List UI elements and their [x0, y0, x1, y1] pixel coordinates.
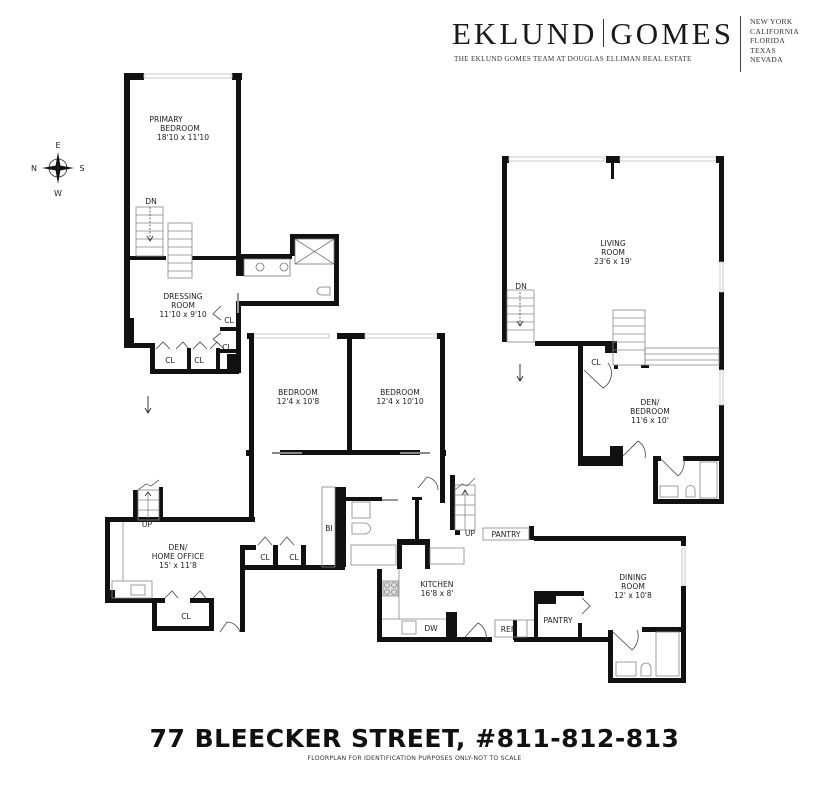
brand-state: FLORIDA [750, 36, 786, 46]
room-dims-den-bedroom: 11'6 x 10' [631, 416, 669, 425]
compass-west-label: W [54, 189, 62, 198]
home-office-fixtures [111, 479, 336, 633]
sink-icon [659, 485, 679, 498]
brand-state: NEVADA [750, 55, 783, 65]
brand-tagline: THE EKLUND GOMES TEAM AT DOUGLAS ELLIMAN… [454, 55, 692, 63]
brand-header: EKLUND GOMES THE EKLUND GOMES TEAM AT DOU… [452, 14, 822, 72]
brand-state: NEW YORK [750, 17, 793, 26]
primary-stairs-down [135, 206, 193, 279]
room-label-dining-room: DINING [619, 573, 647, 582]
closet-label: CL [165, 356, 175, 365]
compass-south-label: S [79, 164, 84, 173]
room-dims-den-home-office: 15' x 11'8 [159, 561, 197, 570]
sink-icon [279, 262, 289, 272]
brand-divider [603, 19, 605, 47]
sink-icon [255, 262, 265, 272]
bathtub-icon [699, 461, 718, 499]
room-dims-kitchen: 16'8 x 8' [421, 589, 454, 598]
built-in-label: BI [325, 524, 332, 533]
bathtub-icon [350, 544, 397, 566]
room-label-living-room: ROOM [601, 248, 625, 257]
direction-arrow-icon [516, 364, 524, 382]
refrigerator [494, 619, 528, 638]
closet-label: CL [222, 343, 232, 352]
stairs-down-label: DN [145, 197, 157, 206]
bedrooms-walls [105, 333, 446, 632]
primary-bath-fixtures [237, 238, 335, 313]
room-label-dressing-room: DRESSING [163, 292, 202, 301]
closet-partitions [187, 348, 220, 372]
brand-vertical-divider [740, 16, 741, 72]
kitchen-dining-walls [377, 475, 686, 683]
room-dims-living-room: 23'6 x 19' [594, 257, 632, 266]
property-address: 77 BLEECKER STREET, #811-812-813 [149, 724, 680, 753]
direction-arrow-icon [144, 396, 152, 414]
closet-label: CL [181, 612, 191, 621]
living-fixtures [506, 261, 724, 499]
sink-icon [351, 501, 371, 519]
toilet-icon [316, 286, 331, 296]
stairs-up-label: UP [465, 529, 476, 538]
room-dims-dining-room: 12' x 10'8 [614, 591, 652, 600]
stairs-down-label: DN [515, 282, 527, 291]
room-dims-dressing-room: 11'10 x 9'10 [159, 310, 206, 319]
stairs-up-label: UP [142, 520, 153, 529]
pantry-label: PANTRY [491, 530, 520, 539]
refrigerator-label: REF [501, 625, 515, 634]
floorplan-disclaimer: FLOORPLAN FOR IDENTIFICATION PURPOSES ON… [307, 755, 522, 762]
room-label-den-home-office: HOME OFFICE [152, 552, 205, 561]
room-label-primary-bedroom: BEDROOM [160, 124, 200, 133]
compass-rose-icon: E W N S [31, 141, 85, 198]
closet-label: CL [260, 553, 270, 562]
double-vanity-icon [243, 258, 291, 277]
closet-label: CL [194, 356, 204, 365]
hall-bath-fixtures [350, 499, 398, 566]
brand-states-list: NEW YORK CALIFORNIA FLORIDA TEXAS NEVADA [750, 17, 799, 65]
brand-name-right: GOMES [610, 16, 734, 51]
closet-label: CL [224, 316, 234, 325]
room-label-primary-bedroom: PRIMARY [149, 115, 183, 124]
kitchen-island [429, 547, 465, 565]
closet-label: CL [591, 358, 601, 367]
closet-doors [155, 305, 225, 350]
room-label-den-bedroom: DEN/ [641, 398, 660, 407]
room-dims-bedroom-1: 12'4 x 10'8 [277, 397, 320, 406]
brand-name-left: EKLUND [452, 16, 598, 51]
toilet-icon [685, 485, 696, 498]
hall-bath-walls [397, 497, 430, 569]
brand-state: CALIFORNIA [750, 26, 799, 36]
pantry-shelf [482, 527, 530, 541]
pantry-label: PANTRY [543, 616, 572, 625]
kitchen-sink-icon [401, 620, 417, 635]
room-label-dressing-room: ROOM [171, 301, 195, 310]
room-label-living-room: LIVING [600, 239, 626, 248]
sink-icon [615, 661, 637, 677]
dishwasher-label: DW [424, 624, 438, 633]
closet-label: CL [289, 553, 299, 562]
living-wing-walls [502, 156, 724, 504]
kitchen-fixtures [382, 476, 686, 677]
room-label-bedroom-2: BEDROOM [380, 388, 420, 397]
room-label-den-bedroom: BEDROOM [630, 407, 670, 416]
built-in-cabinet [321, 486, 336, 568]
room-dims-primary-bedroom: 18'10 x 11'10 [157, 133, 209, 142]
brand-logo: EKLUND GOMES [452, 16, 734, 52]
stove-icon [382, 580, 399, 597]
compass-east-label: E [55, 141, 60, 150]
toilet-icon [640, 662, 652, 677]
bathtub-icon [655, 631, 680, 677]
compass-north-label: N [31, 164, 37, 173]
room-label-kitchen: KITCHEN [421, 580, 454, 589]
room-label-den-home-office: DEN/ [169, 543, 188, 552]
room-label-dining-room: ROOM [621, 582, 645, 591]
primary-suite-walls [124, 73, 339, 374]
room-label-bedroom-1: BEDROOM [278, 388, 318, 397]
room-dims-bedroom-2: 12'4 x 10'10 [376, 397, 423, 406]
brand-state: TEXAS [750, 45, 776, 55]
shower-icon [294, 238, 335, 265]
toilet-icon [351, 522, 371, 535]
